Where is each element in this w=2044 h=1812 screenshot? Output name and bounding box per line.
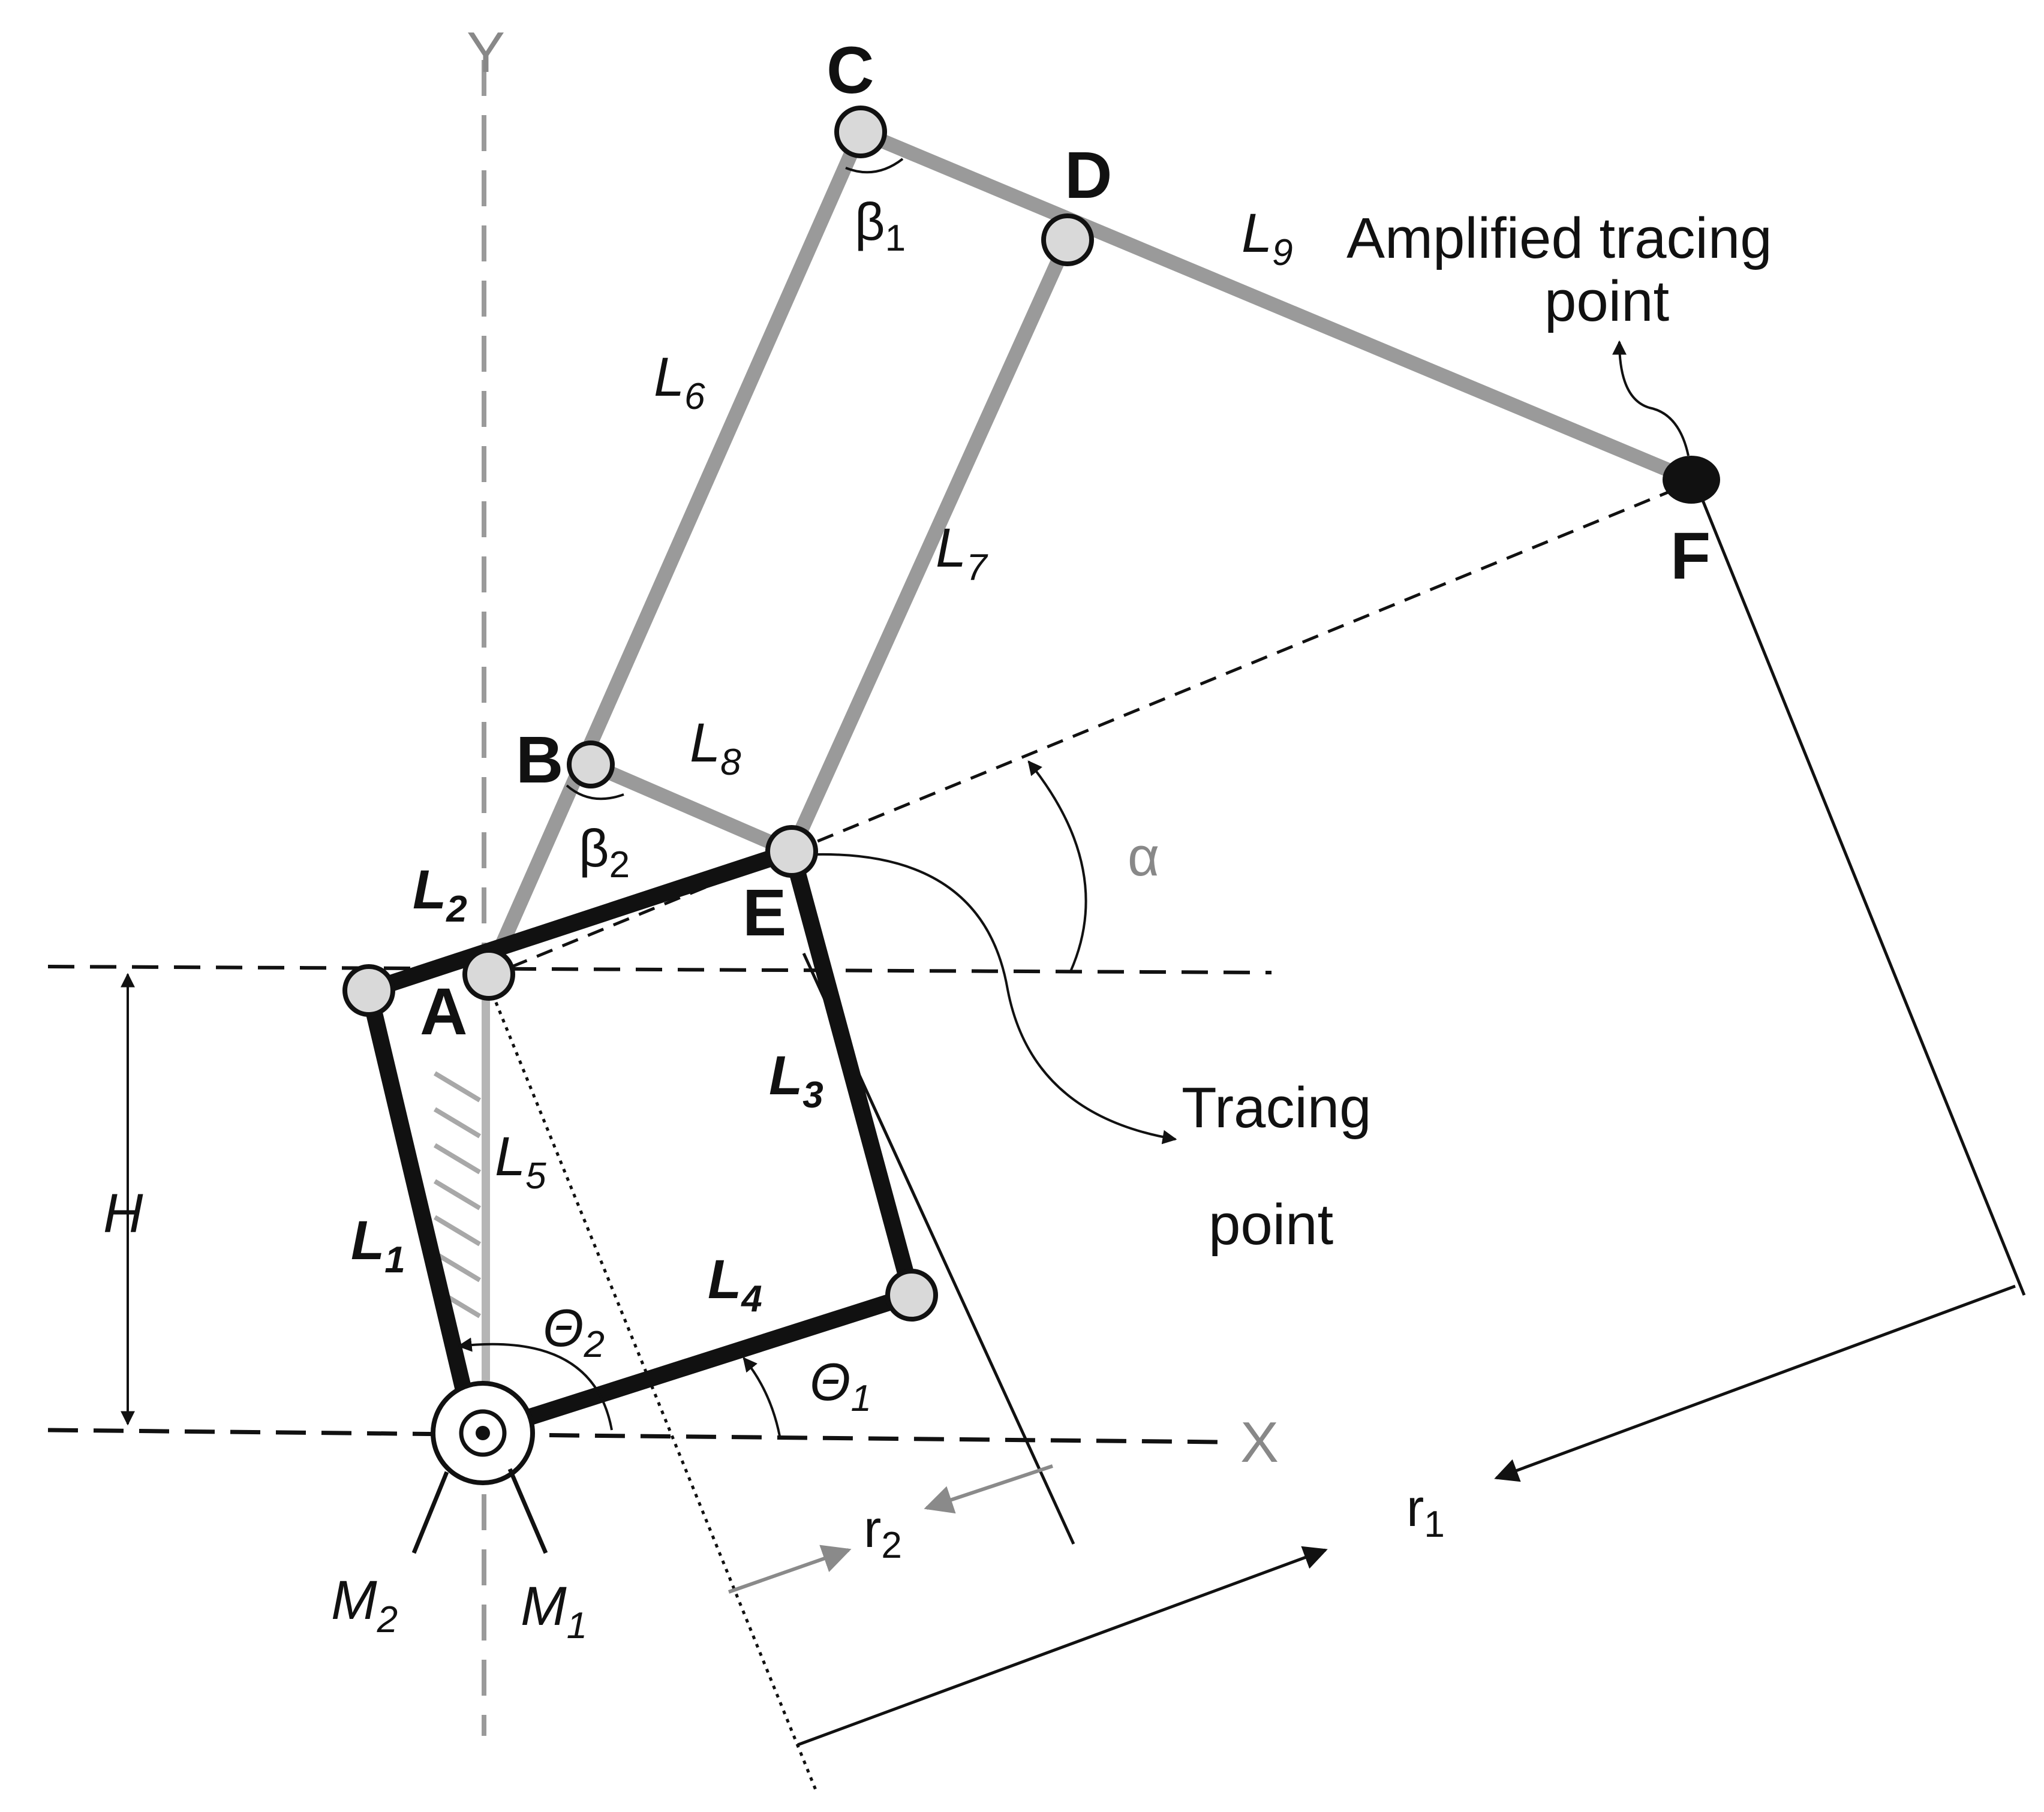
r1-lower-bracket (797, 1546, 1328, 1747)
joint-e (765, 825, 818, 878)
link-l7 (785, 237, 1074, 854)
label-theta1: Θ1 (810, 1352, 871, 1419)
label-y-axis: Y (467, 20, 505, 85)
joint-c (834, 106, 887, 158)
link-l2 (366, 843, 795, 999)
label-point-f: F (1670, 519, 1711, 593)
link-l4 (477, 1287, 915, 1441)
label-theta2: Θ2 (543, 1298, 605, 1365)
r2-right-arrow (924, 1464, 1053, 1514)
label-point-c: C (826, 34, 874, 107)
tracing-point-label-line1: Tracing (1182, 1076, 1372, 1140)
link-l6 (482, 129, 867, 977)
label-x-axis: X (1240, 1410, 1279, 1474)
joint-d (1041, 213, 1094, 266)
link-l9 (858, 125, 1694, 487)
link-l1 (360, 988, 482, 1435)
label-l8: L8 (690, 712, 741, 783)
label-alpha: α (1128, 826, 1159, 887)
label-l2: L2 (413, 859, 467, 930)
label-l1: L1 (351, 1210, 405, 1281)
label-beta2: β2 (579, 818, 630, 886)
label-height: H (103, 1183, 143, 1244)
label-point-d: D (1065, 139, 1112, 212)
r1-reference-line (1693, 479, 2026, 1296)
label-motor-m2: M2 (331, 1570, 398, 1641)
joint-a (462, 948, 515, 1001)
angle-arc-beta2 (566, 784, 624, 800)
joint-l3-l4 (885, 1269, 938, 1322)
r1-upper-arrow (1494, 1284, 2016, 1482)
dashed-line-a-to-f (485, 481, 1692, 979)
tracing-leader (815, 853, 1177, 1145)
label-point-a: A (420, 975, 467, 1049)
label-l7: L7 (936, 517, 988, 588)
motor-joint-origin (411, 1381, 548, 1554)
label-l9: L9 (1242, 203, 1293, 273)
angle-arc-theta1 (743, 1357, 781, 1437)
label-point-b: B (516, 723, 563, 797)
label-r1: r1 (1406, 1478, 1445, 1545)
angle-arc-theta2 (457, 1337, 613, 1431)
label-l5: L5 (495, 1126, 546, 1197)
label-motor-m1: M1 (521, 1576, 587, 1647)
label-l6: L6 (654, 347, 705, 417)
label-beta1: β1 (855, 192, 906, 259)
reference-line-a (47, 965, 1272, 974)
angle-arc-alpha (1027, 760, 1087, 972)
r2-left-arrow (728, 1545, 852, 1594)
label-point-e: E (743, 876, 786, 950)
label-r2: r2 (864, 1499, 902, 1566)
joint-f-amplified-point (1663, 456, 1720, 504)
dotted-reference-line (484, 977, 817, 1790)
angle-arc-beta1 (845, 158, 904, 174)
amplified-leader (1612, 340, 1690, 456)
link-l8 (588, 757, 795, 859)
label-l3: L3 (769, 1045, 823, 1116)
amplified-tracing-label-line1: Amplified tracing (1346, 206, 1772, 270)
link-l3 (783, 849, 920, 1298)
x-axis-line (47, 1428, 1221, 1444)
joint-a-left (342, 964, 395, 1017)
ground-hatching (433, 1071, 482, 1319)
label-l4: L4 (708, 1249, 762, 1320)
amplified-tracing-label-line2: point (1544, 269, 1669, 333)
tracing-point-label-line2: point (1209, 1193, 1333, 1257)
joint-b (567, 741, 615, 788)
